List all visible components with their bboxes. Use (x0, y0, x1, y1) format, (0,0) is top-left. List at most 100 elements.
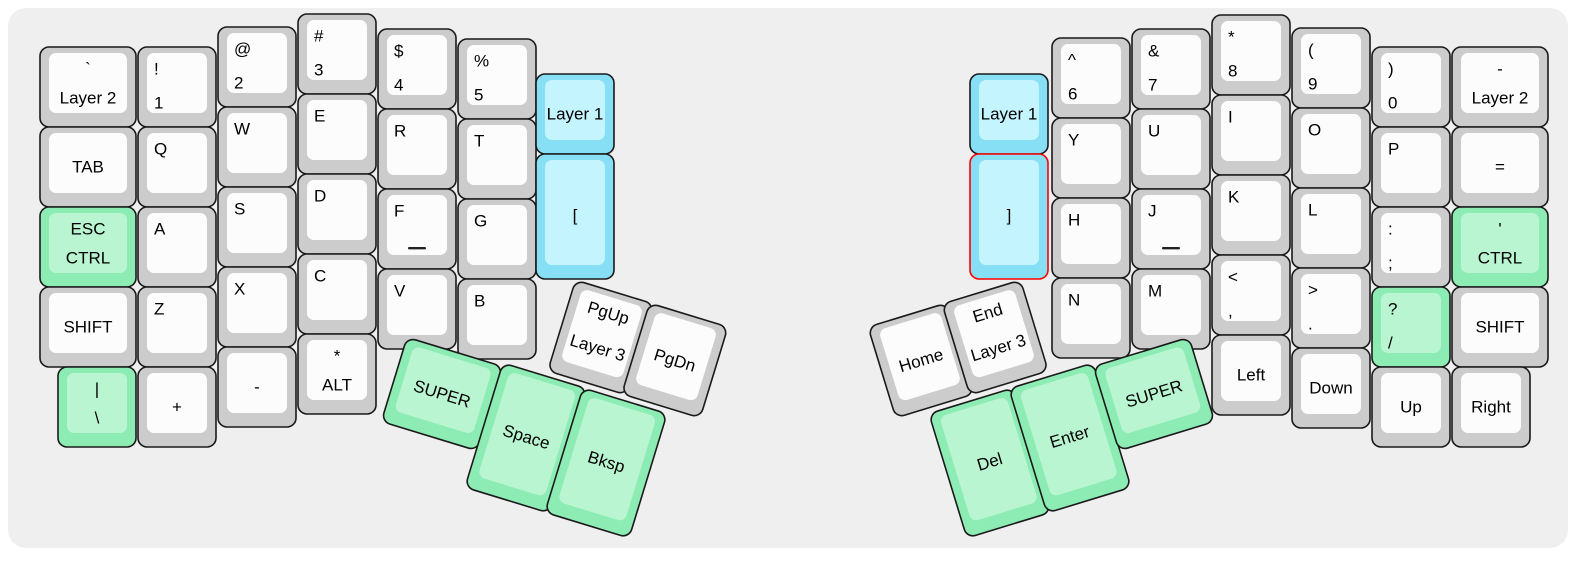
keys-layer[interactable]: `Layer 2TABESCCTRLSHIFT|\!1QAZ+@2WSX-#3E… (39, 13, 1549, 538)
key-legend-top: * (334, 346, 341, 365)
key-c[interactable]: C (297, 253, 377, 335)
key-l[interactable]: L (1291, 187, 1371, 269)
key-space[interactable]: Space (465, 363, 587, 513)
key-8-asterisk[interactable]: *8 (1211, 14, 1291, 96)
key-legend: W (234, 119, 250, 138)
keycap-surface (1301, 194, 1361, 254)
keycap-surface (954, 290, 1034, 378)
key-m[interactable]: M (1131, 268, 1211, 350)
key-7-ampersand[interactable]: &7 (1131, 28, 1211, 110)
key-comma-less[interactable]: <, (1211, 254, 1291, 336)
key-2-at[interactable]: @2 (217, 26, 297, 108)
key-z[interactable]: Z (137, 286, 217, 368)
key-i[interactable]: I (1211, 94, 1291, 176)
key-g[interactable]: G (457, 198, 537, 280)
key-k[interactable]: K (1211, 174, 1291, 256)
key-layer1-left[interactable]: Layer 1 (535, 73, 615, 155)
key-legend-bottom: 8 (1228, 61, 1237, 80)
key-layer1-right[interactable]: Layer 1 (969, 73, 1049, 155)
key-period-greater[interactable]: >. (1291, 267, 1371, 349)
key-legend: P (1388, 139, 1399, 158)
keycap-surface (1221, 21, 1281, 81)
key-j[interactable]: J (1131, 188, 1211, 270)
key-super-left[interactable]: SUPER (381, 337, 502, 450)
key-f[interactable]: F (377, 188, 457, 270)
key-d[interactable]: D (297, 173, 377, 255)
keycap-surface (467, 125, 527, 185)
key-5-percent[interactable]: %5 (457, 38, 537, 120)
key-legend: Y (1068, 130, 1079, 149)
key-b[interactable]: B (457, 278, 537, 360)
key-u[interactable]: U (1131, 108, 1211, 190)
homing-bump-icon (408, 247, 426, 250)
key-bksp[interactable]: Bksp (545, 388, 667, 538)
key-pgdn[interactable]: PgDn (622, 303, 728, 418)
key-1-exclaim[interactable]: !1 (137, 46, 217, 128)
key-q[interactable]: Q (137, 126, 217, 208)
key-e[interactable]: E (297, 93, 377, 175)
key-bracket-right[interactable]: ] (969, 153, 1049, 280)
key-4-dollar[interactable]: $4 (377, 28, 457, 110)
key-v[interactable]: V (377, 268, 457, 350)
key-legend-top: - (1497, 59, 1503, 78)
key-plus[interactable]: + (137, 366, 217, 448)
keycap-surface (1221, 261, 1281, 321)
key-left-arrow[interactable]: Left (1211, 334, 1291, 416)
key-alt[interactable]: *ALT (297, 333, 377, 415)
key-semicolon[interactable]: :; (1371, 206, 1451, 288)
key-pipe-backslash[interactable]: |\ (57, 366, 137, 448)
key-o[interactable]: O (1291, 107, 1371, 189)
key-equals[interactable]: = (1451, 126, 1549, 208)
key-n[interactable]: N (1051, 277, 1131, 359)
key-s[interactable]: S (217, 186, 297, 268)
key-slash-question[interactable]: ?/ (1371, 286, 1451, 368)
key-layer2-minus[interactable]: -Layer 2 (1451, 46, 1549, 128)
key-legend-top: : (1388, 219, 1393, 238)
key-bracket-left[interactable]: [ (535, 153, 615, 280)
key-shift-right[interactable]: SHIFT (1451, 286, 1549, 368)
key-right-arrow[interactable]: Right (1451, 366, 1531, 448)
key-p[interactable]: P (1371, 126, 1451, 208)
keycap-surface (1461, 53, 1539, 113)
key-0-paren[interactable]: )0 (1371, 46, 1451, 128)
key-layer2-grave[interactable]: `Layer 2 (39, 46, 137, 128)
key-legend: SHIFT (1475, 317, 1524, 336)
key-r[interactable]: R (377, 108, 457, 190)
key-legend-bottom: ; (1388, 253, 1393, 272)
key-legend: Up (1400, 397, 1422, 416)
key-up-arrow[interactable]: Up (1371, 366, 1451, 448)
keycap-surface (1061, 284, 1121, 344)
key-down-arrow[interactable]: Down (1291, 347, 1371, 429)
key-super-right[interactable]: SUPER (1093, 337, 1214, 450)
keycap-surface (307, 260, 367, 320)
key-6-caret[interactable]: ^6 (1051, 37, 1131, 119)
keycap-surface (1461, 373, 1521, 433)
key-enter[interactable]: Enter (1009, 363, 1131, 513)
key-shift-left[interactable]: SHIFT (39, 286, 137, 368)
key-quote-ctrl[interactable]: 'CTRL (1451, 206, 1549, 288)
key-home[interactable]: Home (868, 303, 974, 418)
key-tab[interactable]: TAB (39, 126, 137, 208)
key-legend-top: $ (394, 41, 404, 60)
key-x[interactable]: X (217, 266, 297, 348)
key-3-hash[interactable]: #3 (297, 13, 377, 95)
key-legend: F (394, 201, 404, 220)
key-legend-top: % (474, 51, 489, 70)
keycap-surface (227, 113, 287, 173)
key-w[interactable]: W (217, 106, 297, 188)
key-del[interactable]: Del (929, 388, 1051, 538)
key-h[interactable]: H (1051, 197, 1131, 279)
key-minus[interactable]: - (217, 346, 297, 428)
key-legend: Layer 1 (547, 104, 604, 123)
keycap-surface (1061, 204, 1121, 264)
key-9-paren[interactable]: (9 (1291, 27, 1371, 109)
key-y[interactable]: Y (1051, 117, 1131, 199)
key-t[interactable]: T (457, 118, 537, 200)
key-a[interactable]: A (137, 206, 217, 288)
key-legend: Z (154, 299, 164, 318)
key-legend: SHIFT (63, 317, 112, 336)
